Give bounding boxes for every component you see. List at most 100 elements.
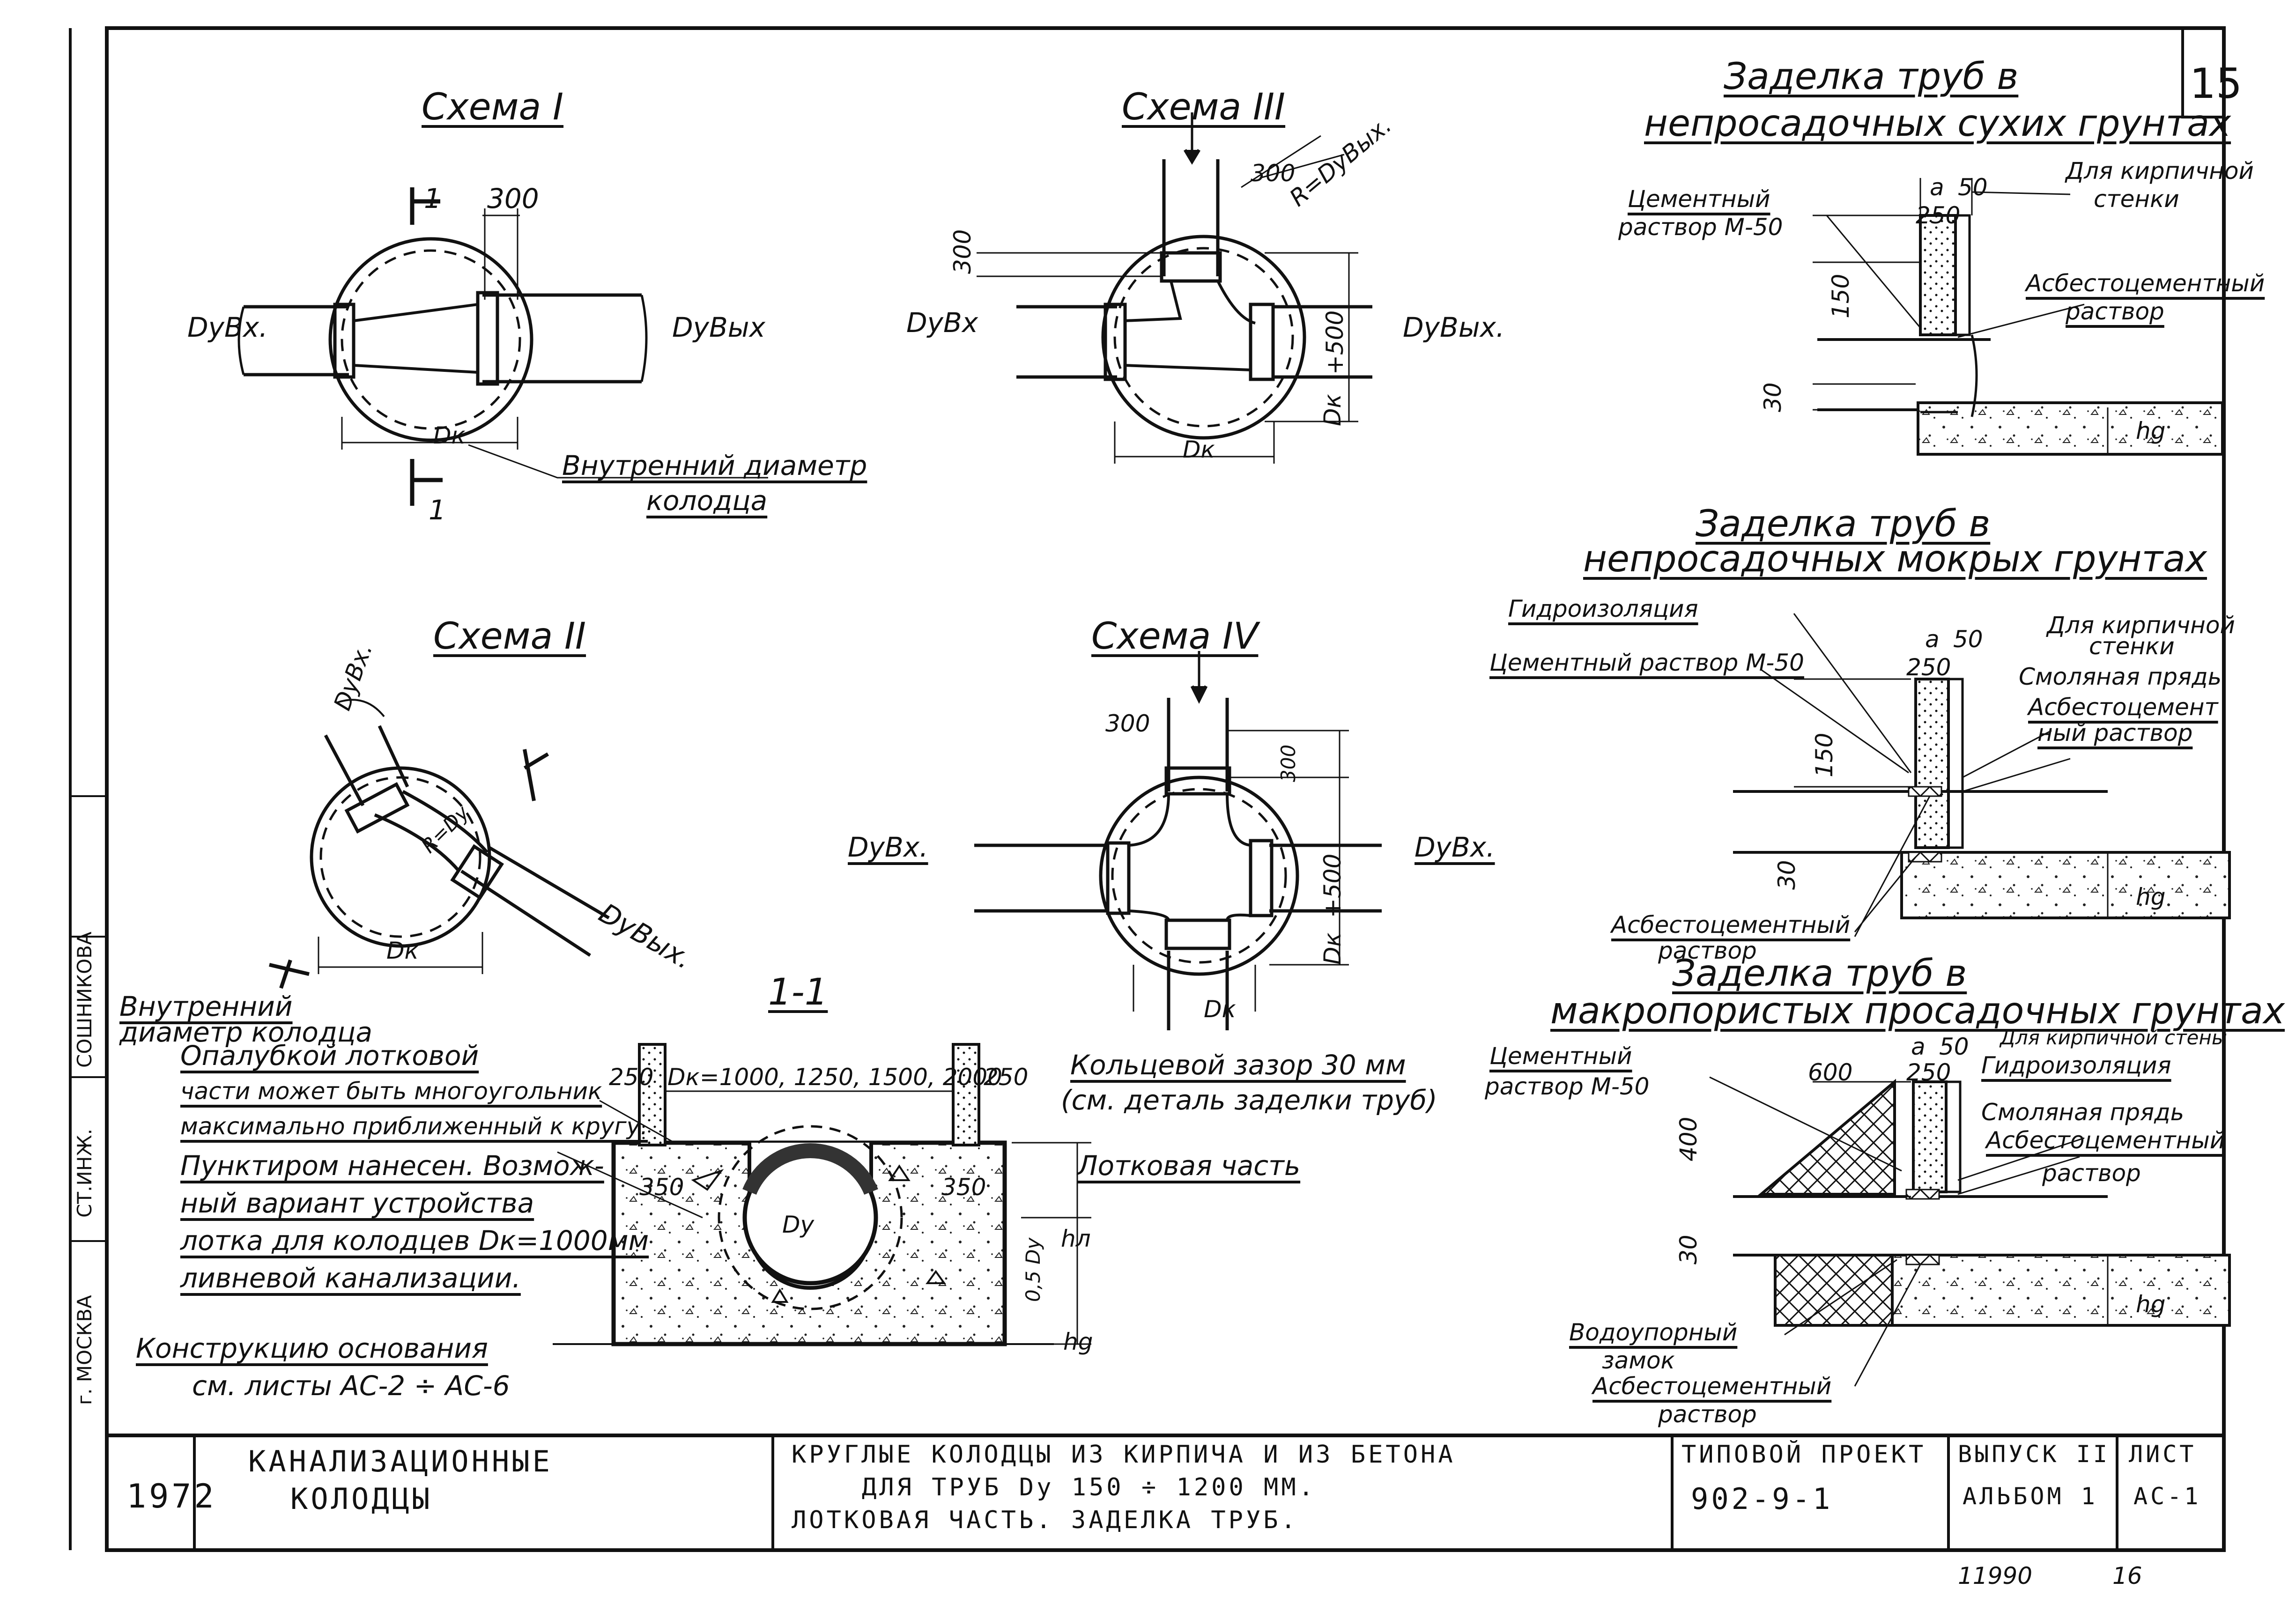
detail-2 [1733,613,2231,937]
scheme-1-note-line-2: колодца [646,485,768,517]
detail-3-brick: Для кирпичной стены [2000,1026,2227,1049]
detail-2-dim-30: 30 [1773,860,1800,890]
ring-gap-1: Кольцевой зазор 30 мм [1070,1049,1406,1081]
section-half-dy: 0,5 Dy [1022,1237,1044,1302]
section-left-wall: 250 [609,1064,654,1091]
detail-2-title-1: Заделка труб в [1696,503,1991,545]
detail-2-asbestos-l-2: раствор [1658,937,1757,964]
detail-2-brick-1: Для кирпичной [2047,612,2235,639]
detail-3 [1709,1076,2231,1387]
side-stamp [70,795,107,1242]
scheme-2 [269,699,610,989]
detail-3-lock-1: Водоупорный [1569,1319,1738,1346]
section-1-1 [553,1043,1091,1346]
detail-1-dim-250: 250 [1916,202,1961,229]
scheme-3-dim-300-left: 300 [949,229,976,274]
detail-3-title-2: макропористых просадочных грунтах [1550,990,2285,1032]
footer-right-number: 16 [2112,1562,2142,1589]
detail-2-dim-250: 250 [1906,654,1951,681]
detail-3-a: а [1911,1033,1926,1060]
detail-2-brick-2: стенки [2089,633,2175,660]
scheme-4-dim-300-right: 300 [1277,744,1300,782]
detail-3-asbestos-r-1: Асбестоцементный [1986,1127,2225,1154]
detail-2-hd: hg [2136,883,2166,910]
scheme-3-inlet-label: DyBx [906,307,978,339]
detail-2-asbestos-r-1: Асбестоцемент [2028,694,2218,721]
detail-2-dim-150: 150 [1811,732,1838,777]
scheme-4-outlet-label: DyВх. [1415,831,1495,863]
scheme-1-dk-label: Dк [433,422,466,449]
scheme-1-section-mark: 1 [424,183,441,214]
ring-gap-2: (см. деталь заделки труб) [1061,1084,1437,1116]
detail-1 [1813,178,2224,456]
tb-issue: ВЫПУСК II [1958,1441,2110,1468]
scheme-4-title: Схема IV [1091,615,1259,658]
scheme-1 [237,187,768,506]
detail-2-a: а [1925,626,1940,653]
note-formwork-1: Опалубкой лотковой [180,1040,479,1072]
tb-sheet-code: АС-1 [2133,1483,2201,1510]
tb-name-2: КОЛОДЦЫ [290,1482,433,1516]
detail-1-a: а [1930,174,1944,201]
note-formwork-2: части может быть многоугольник [180,1078,602,1105]
detail-3-dim-400: 400 [1675,1116,1702,1161]
detail-2-hydro: Гидроизоляция [1508,595,1698,622]
scheme-1-inlet-label: DyBx. [187,311,268,343]
detail-3-cement-2: раствор М-50 [1485,1073,1650,1100]
detail-3-dim-30: 30 [1675,1234,1702,1264]
scheme-3-dim-500: +500 [1321,310,1348,375]
scheme-2-title: Схема II [433,615,586,658]
detail-3-dim-600: 600 [1808,1059,1853,1086]
section-right-350: 350 [941,1174,986,1201]
detail-3-asbestos-l-2: раствор [1658,1401,1757,1428]
detail-3-dim-50: 50 [1939,1033,1969,1060]
tb-project-label: ТИПОВОЙ ПРОЕКТ [1681,1441,1926,1469]
detail-1-asbestos-2: раствор [2066,298,2164,325]
section-aggregate-marks [691,1164,946,1303]
detail-1-title-1: Заделка труб в [1724,56,2019,98]
frame [69,26,2226,1552]
detail-2-asbestos-r-2: ный раствор [2037,719,2193,747]
section-diameters: Dк=1000, 1250, 1500, 2000 [667,1064,1002,1091]
tb-year: 1972 [126,1477,217,1515]
scheme-4-dim-500: +500 [1319,853,1346,918]
tb-project-number: 902-9-1 [1691,1482,1833,1516]
tb-name-1: КАНАЛИЗАЦИОННЫЕ [248,1444,553,1478]
side-org: г. МОСКВА [73,1295,96,1405]
tb-desc-3: ЛОТКОВАЯ ЧАСТЬ. ЗАДЕЛКА ТРУБ. [792,1506,1298,1534]
detail-3-asbestos-l-1: Асбестоцементный [1592,1373,1832,1400]
tb-album: АЛЬБОМ 1 [1963,1483,2098,1510]
note-base-1: Конструкцию основания [136,1332,488,1364]
detail-3-resin: Смоляная прядь [1981,1099,2185,1126]
scheme-3-outlet-label: DyВых. [1403,311,1505,343]
note-dotted-3: лотка для колодцев Dк=1000мм [180,1225,649,1257]
section-leaders [557,1100,703,1219]
section-dy: Dy [782,1211,815,1238]
detail-2-resin: Смоляная прядь [2019,663,2222,690]
scheme-2-note-line-2: диаметр колодца [119,1016,373,1048]
scheme-2-dk-label: Dк [386,937,419,964]
tray-part-label: Лотковая часть [1077,1150,1301,1182]
scheme-4 [974,651,1382,1030]
footer-left-number: 11990 [1958,1562,2033,1589]
scheme-2-note-line-1: Внутренний [119,990,293,1022]
note-dotted-2: ный вариант устройства [180,1187,534,1219]
scheme-3-title: Схема III [1122,86,1286,128]
detail-1-brick-2: стенки [2094,185,2179,213]
detail-1-title-2: непросадочных сухих грунтах [1644,103,2231,145]
detail-2-title-2: непросадочных мокрых грунтах [1583,538,2207,580]
tb-sheet-label: ЛИСТ [2129,1441,2197,1468]
detail-3-hydro: Гидроизоляция [1981,1052,2171,1079]
scheme-1-title: Схема I [422,86,564,128]
sheet-number: 15 [2190,59,2242,108]
scheme-1-note-line-1: Внутренний диаметр [562,450,867,481]
detail-1-cement-2: раствор М-50 [1618,214,1783,241]
detail-2-dim-50: 50 [1953,626,1983,653]
detail-1-hd: hg [2136,417,2166,444]
scheme-3 [977,112,1372,464]
note-dotted-1: Пунктиром нанесен. Возмож- [180,1150,604,1182]
scheme-4-dim-300-left: 300 [1105,710,1150,737]
detail-3-hd: hg [2136,1291,2166,1318]
detail-1-brick-1: Для кирпичной [2066,157,2254,185]
